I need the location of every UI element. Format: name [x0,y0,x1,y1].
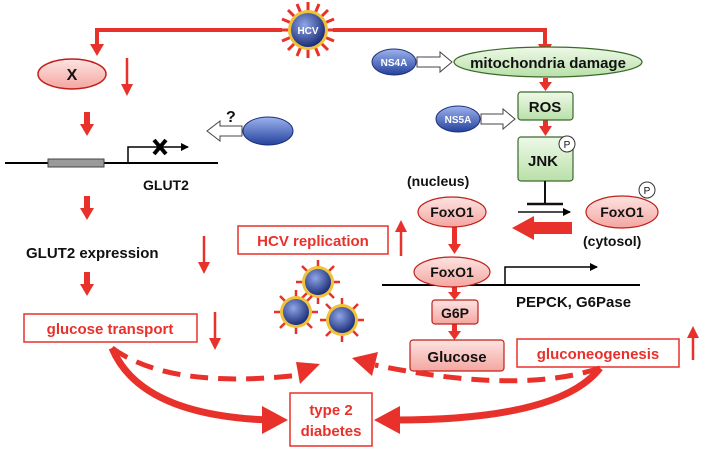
jnk-phospho-circle [558,135,576,153]
hcv-branch-arrows [95,28,547,46]
type2-diabetes-box [289,392,373,447]
ros-label: ROS [529,99,562,116]
glut2-expression-label: GLUT2 expression [26,245,159,262]
glut2-gene-label: GLUT2 [143,177,189,193]
ns5a-hollow-arrow [480,107,516,131]
hcv-replication-label: HCV replication [257,233,369,250]
question-mark: ? [226,109,236,126]
hcv-virion-cluster [274,260,364,342]
ros-box [517,91,574,121]
mitochondria-damage-ellipse [453,46,643,78]
glut2-gene [5,143,218,168]
gluconeogenesis-label: gluconeogenesis [537,346,660,363]
hcv-replication-box [237,225,389,255]
unknown-hollow-arrow [206,119,243,143]
glucose-box [409,339,505,372]
ns5a-label: NS5A [445,115,472,126]
block-x-icon [152,138,168,156]
g6p-label: G6P [441,305,469,321]
glucose-transport-label: glucose transport [47,321,174,338]
foxo1-bound-ellipse [413,256,491,288]
diabetes-arrowhead-right [374,406,400,434]
foxo1-bound-label: FoxO1 [430,264,474,280]
type2-diabetes-line2: diabetes [301,423,362,440]
glucose-label: Glucose [427,349,486,366]
right-chain-arrows [448,78,552,340]
left-chain-arrows [80,112,94,296]
foxo1-import-block-arrow [512,216,572,240]
dashed-arrowhead-left [296,362,320,384]
x-factor-ellipse [37,58,107,90]
arrowhead-to-x [90,44,104,56]
transport-to-virus-dashed [110,345,301,382]
jnk-phospho-label: P [564,140,571,151]
foxo1-nuclear-ellipse [417,196,487,228]
ns4a-label: NS4A [381,58,408,69]
diabetes-arrowhead-left [262,406,288,434]
ns4a-ellipse [371,48,417,76]
cytosol-label: (cytosol) [583,233,641,249]
foxo1-cytosol-ellipse [585,195,659,229]
gluconeogenesis-to-virus-dashed [374,362,601,384]
hcv-label: HCV [297,26,318,37]
x-factor-label: X [67,67,78,84]
jnk-label: JNK [528,153,558,170]
hcv-virion [280,2,336,58]
g6p-box [431,299,479,325]
unknown-factor-ellipse [242,116,294,146]
type2-diabetes-line1: type 2 [309,402,352,419]
transport-to-diabetes-arrow [108,346,269,424]
glucose-transport-box [23,313,198,343]
foxo1-nuclear-label: FoxO1 [430,204,474,220]
gluconeogenesis-box [516,338,680,368]
ns5a-ellipse [435,105,481,133]
gluconeogenesis-to-diabetes-arrow [394,365,603,424]
nucleus-label: (nucleus) [407,173,469,189]
foxo1-cytosol-label: FoxO1 [600,204,644,220]
mitochondria-damage-label: mitochondria damage [470,55,626,72]
dashed-arrowhead-right [352,352,378,376]
foxo1-phospho-label: P [644,186,651,197]
pepck-label: PEPCK, G6Pase [516,294,631,311]
x-decrease-arrowhead [121,84,133,96]
pepck-transcription-arrow [504,263,598,285]
ns4a-hollow-arrow [416,50,453,74]
foxo1-phospho-circle [638,181,656,199]
